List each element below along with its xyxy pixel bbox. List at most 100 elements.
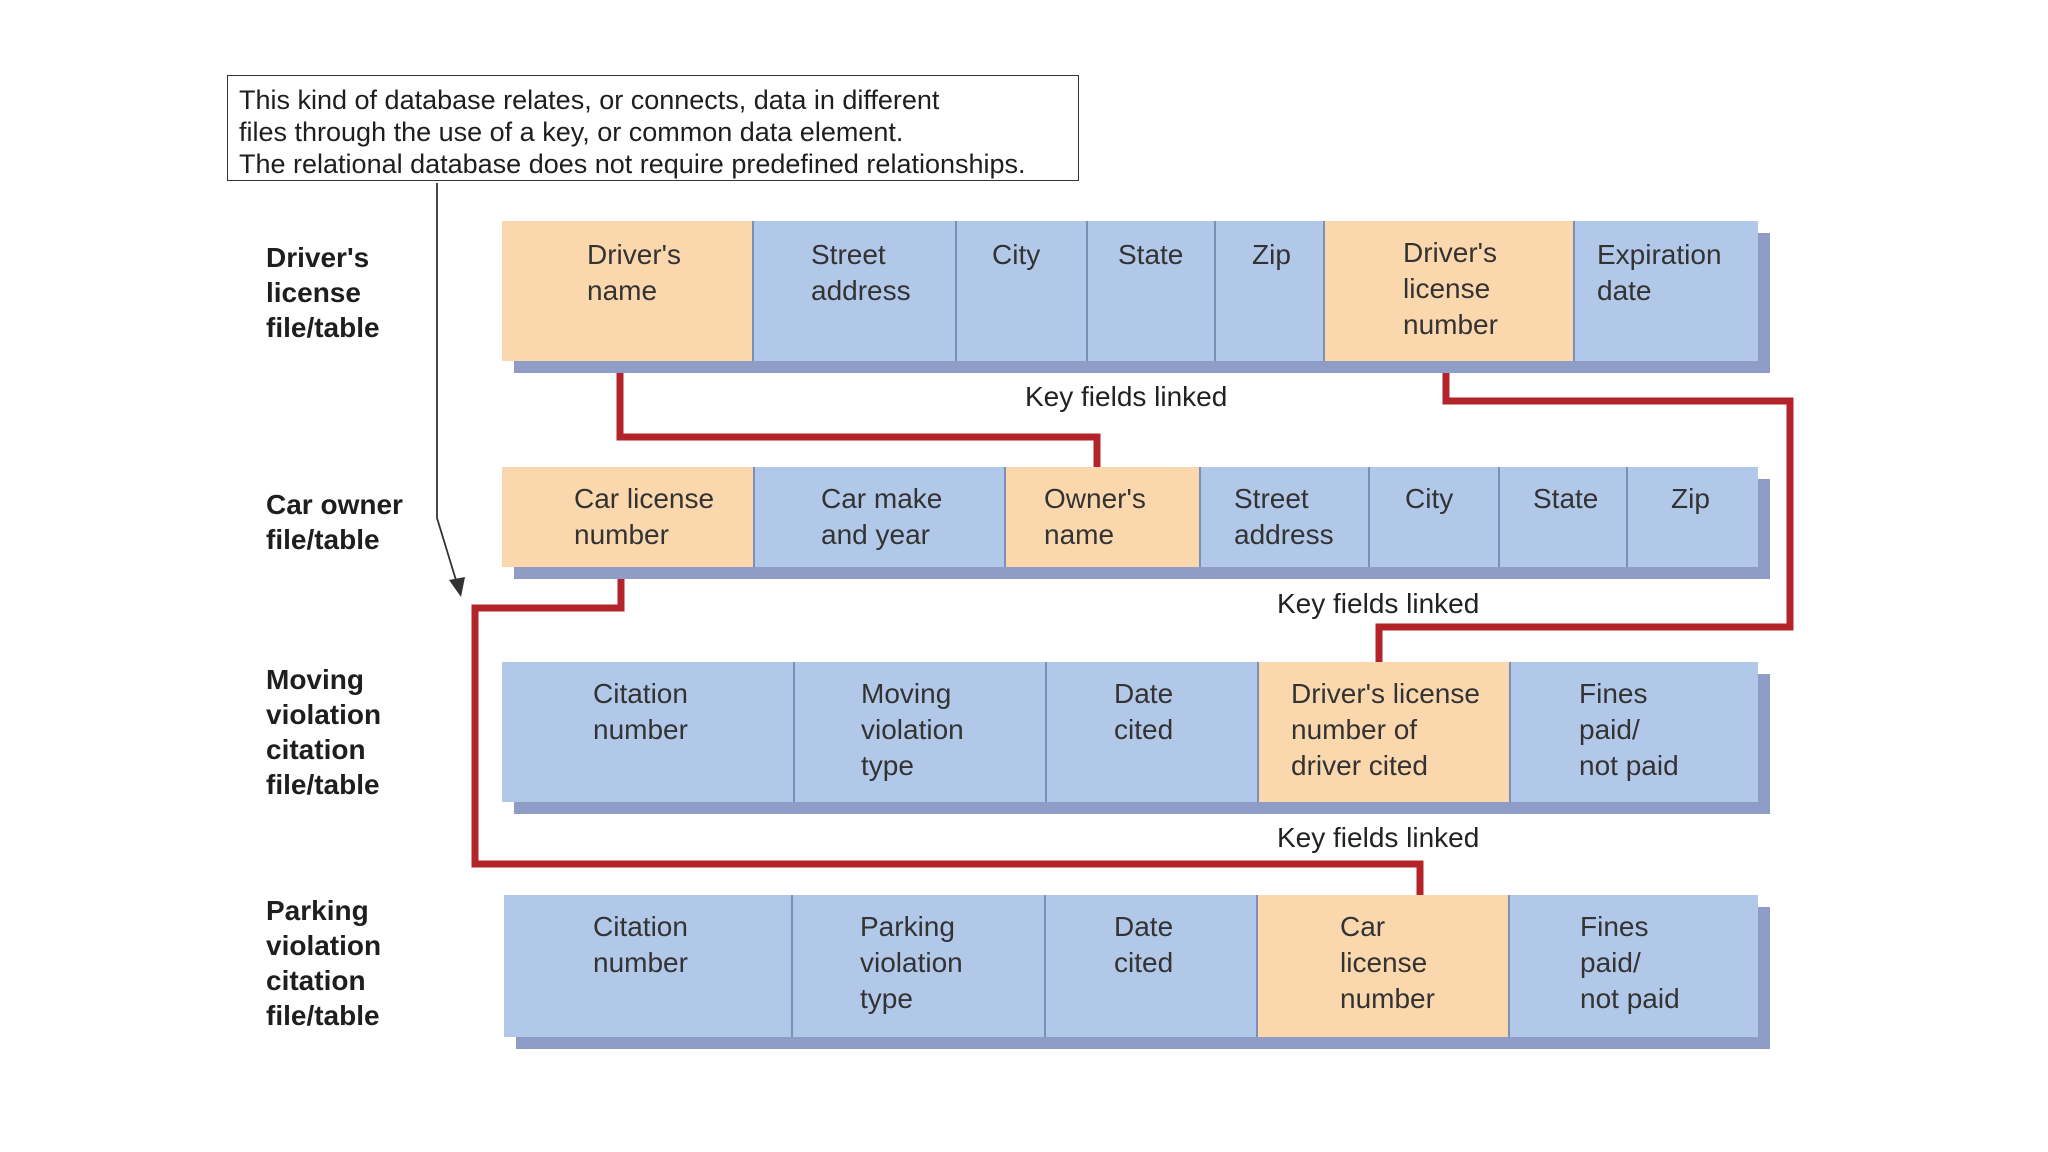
field-text: Date xyxy=(1114,911,1174,942)
field-text: Zip xyxy=(1252,239,1291,270)
field-text: Fines xyxy=(1579,678,1648,709)
field-state: State xyxy=(1500,467,1628,567)
field-text: paid/ xyxy=(1580,947,1641,978)
key-fields-linked-note: Key fields linked xyxy=(1277,588,1480,619)
field-owners-name: Owner's name xyxy=(1006,467,1201,567)
field-street-address: Street address xyxy=(1201,467,1370,567)
label-line: Parking xyxy=(266,895,369,926)
field-text: paid/ xyxy=(1579,714,1640,745)
field-moving-violation-type: Moving violation type xyxy=(795,662,1047,802)
field-date-cited: Date cited xyxy=(1047,662,1259,802)
field-text: Car license xyxy=(574,483,715,514)
field-text: Driver's xyxy=(587,239,682,270)
key-fields-linked-note: Key fields linked xyxy=(1277,822,1480,853)
key-fields-linked-note: Key fields linked xyxy=(1025,381,1228,412)
label-line: file/table xyxy=(266,1000,380,1031)
label-line: violation xyxy=(266,930,382,961)
label-line: license xyxy=(266,277,361,308)
field-text: Driver's xyxy=(1403,237,1498,268)
callout-pointer-arrowhead xyxy=(449,577,465,597)
field-car-make-and-year: Car make and year xyxy=(755,467,1006,567)
field-text: Moving xyxy=(861,678,952,709)
field-text: Expiration xyxy=(1597,239,1722,270)
field-citation-number: Citation number xyxy=(504,895,793,1037)
field-text: Parking xyxy=(860,911,955,942)
field-text: license xyxy=(1340,947,1428,978)
drivers-license-table-label: Driver's license file/table xyxy=(266,240,380,345)
field-text: not paid xyxy=(1580,983,1680,1014)
field-text: number xyxy=(1340,983,1435,1014)
callout-pointer-line xyxy=(436,183,460,591)
field-text: driver cited xyxy=(1291,750,1428,781)
field-drivers-name: Driver's name xyxy=(502,221,754,361)
field-city: City xyxy=(1370,467,1500,567)
field-text: Fines xyxy=(1580,911,1649,942)
field-text: address xyxy=(1234,519,1334,550)
field-text: City xyxy=(1405,483,1454,514)
field-date-cited: Date cited xyxy=(1046,895,1258,1037)
field-text: Car xyxy=(1340,911,1386,942)
field-state: State xyxy=(1088,221,1216,361)
drivers-license-table: Driver's name Street address City State … xyxy=(502,221,1758,361)
field-text: violation xyxy=(861,714,964,745)
field-text: number of xyxy=(1291,714,1418,745)
field-text: Driver's license xyxy=(1291,678,1480,709)
label-line: violation xyxy=(266,699,382,730)
callout-line: files through the use of a key, or commo… xyxy=(239,117,904,147)
field-text: type xyxy=(861,750,914,781)
field-text: name xyxy=(1044,519,1115,550)
label-line: Driver's xyxy=(266,242,370,273)
car-owner-table: Car license number Car make and year Own… xyxy=(502,467,1758,567)
field-zip: Zip xyxy=(1216,221,1325,361)
parking-violation-table-label: Parking violation citation file/table xyxy=(266,893,381,1033)
field-car-license-number: Car license number xyxy=(1258,895,1510,1037)
field-text: address xyxy=(811,275,911,306)
relational-database-callout: This kind of database relates, or connec… xyxy=(227,75,1079,181)
field-text: number xyxy=(593,947,688,978)
field-text: Street xyxy=(811,239,886,270)
field-text: Date xyxy=(1114,678,1174,709)
label-line: Car owner xyxy=(266,489,403,520)
field-car-license-number: Car license number xyxy=(502,467,755,567)
field-text: date xyxy=(1597,275,1652,306)
field-text: type xyxy=(860,983,913,1014)
field-text: not paid xyxy=(1579,750,1679,781)
field-street-address: Street address xyxy=(754,221,957,361)
field-parking-violation-type: Parking violation type xyxy=(793,895,1046,1037)
label-line: citation xyxy=(266,965,366,996)
field-expiration-date: Expiration date xyxy=(1575,221,1758,361)
field-zip: Zip xyxy=(1628,467,1758,567)
field-text: number xyxy=(574,519,669,550)
field-text: Citation xyxy=(593,911,688,942)
label-line: file/table xyxy=(266,524,380,555)
field-text: number xyxy=(593,714,688,745)
moving-violation-table-label: Moving violation citation file/table xyxy=(266,662,381,802)
field-text: Citation xyxy=(593,678,688,709)
moving-violation-table: Citation number Moving violation type Da… xyxy=(502,662,1758,802)
field-text: cited xyxy=(1114,947,1174,978)
label-line: file/table xyxy=(266,769,380,800)
label-line: file/table xyxy=(266,312,380,343)
callout-line: The relational database does not require… xyxy=(239,149,1026,179)
parking-violation-table: Citation number Parking violation type D… xyxy=(504,895,1758,1037)
field-citation-number: Citation number xyxy=(502,662,795,802)
field-drivers-license-number-of-driver-cited: Driver's license number of driver cited xyxy=(1259,662,1511,802)
field-fines-paid-not-paid: Fines paid/ not paid xyxy=(1511,662,1758,802)
label-line: citation xyxy=(266,734,366,765)
field-text: Street xyxy=(1234,483,1309,514)
field-text: City xyxy=(992,239,1041,270)
label-line: Moving xyxy=(266,664,364,695)
field-text: name xyxy=(587,275,658,306)
car-owner-table-label: Car owner file/table xyxy=(266,487,403,557)
field-text: and year xyxy=(821,519,930,550)
field-text: State xyxy=(1118,239,1184,270)
field-text: Car make xyxy=(821,483,943,514)
field-fines-paid-not-paid: Fines paid/ not paid xyxy=(1510,895,1758,1037)
field-text: Owner's xyxy=(1044,483,1146,514)
field-text: State xyxy=(1533,483,1599,514)
field-text: Zip xyxy=(1671,483,1710,514)
field-text: license xyxy=(1403,273,1491,304)
field-city: City xyxy=(957,221,1088,361)
field-drivers-license-number: Driver's license number xyxy=(1325,221,1575,361)
